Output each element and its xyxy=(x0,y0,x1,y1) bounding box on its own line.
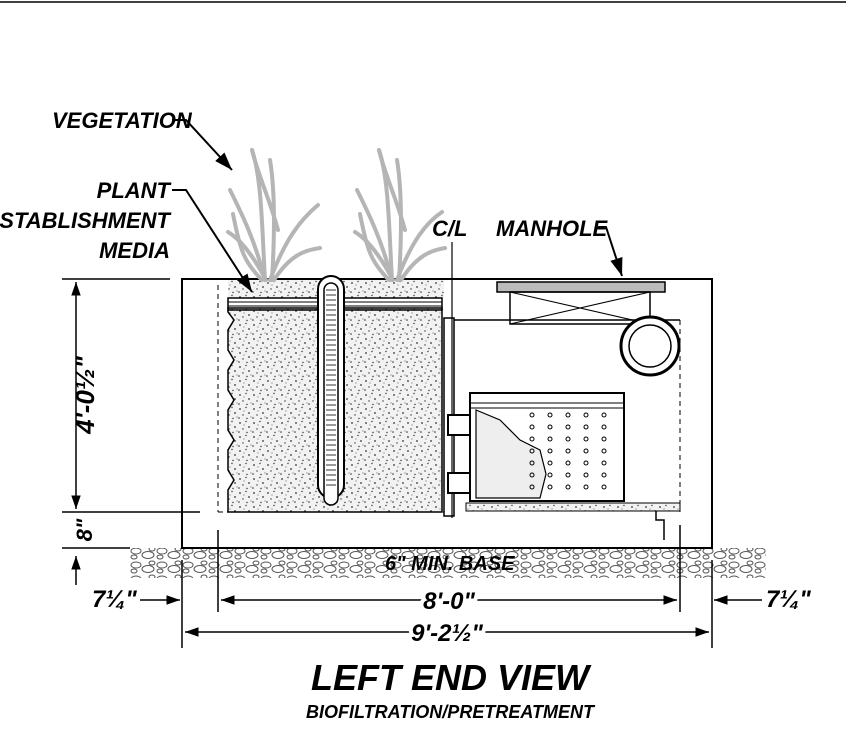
plant-media-label-line1: PLANT xyxy=(97,178,172,203)
inner-width-dimension: 8'-0" xyxy=(423,588,475,615)
manhole xyxy=(496,281,666,325)
vault-outer-wall xyxy=(181,278,713,549)
plant-media-label-line2: ESTABLISHMENT xyxy=(0,208,172,233)
outlet-pipe xyxy=(619,315,681,377)
drawing-title: LEFT END VIEW xyxy=(311,657,592,698)
vegetation-plant-left xyxy=(226,148,322,282)
drawing-subtitle: BIOFILTRATION/PRETREATMENT xyxy=(306,702,596,722)
vertical-drain-pipe xyxy=(317,275,345,506)
vegetation-plant-right xyxy=(353,148,447,282)
right-offset-dimension: 7¼" xyxy=(766,586,811,613)
dimension-lines xyxy=(62,278,762,648)
centerline-label: C/L xyxy=(432,216,467,241)
vegetation-label: VEGETATION xyxy=(52,108,193,133)
leader-lines xyxy=(172,119,623,293)
plant-media-label-line3: MEDIA xyxy=(99,238,170,263)
height-main-dimension: 4'-0½" xyxy=(70,355,100,434)
screen-box xyxy=(447,392,625,502)
left-offset-dimension: 7¼" xyxy=(92,586,137,613)
height-base-dimension: 8" xyxy=(72,518,97,541)
manhole-label: MANHOLE xyxy=(496,216,609,241)
base-label: 6" MIN. BASE xyxy=(385,553,515,575)
overall-width-dimension: 9'-2½" xyxy=(411,620,483,647)
gravel-base xyxy=(130,548,766,578)
